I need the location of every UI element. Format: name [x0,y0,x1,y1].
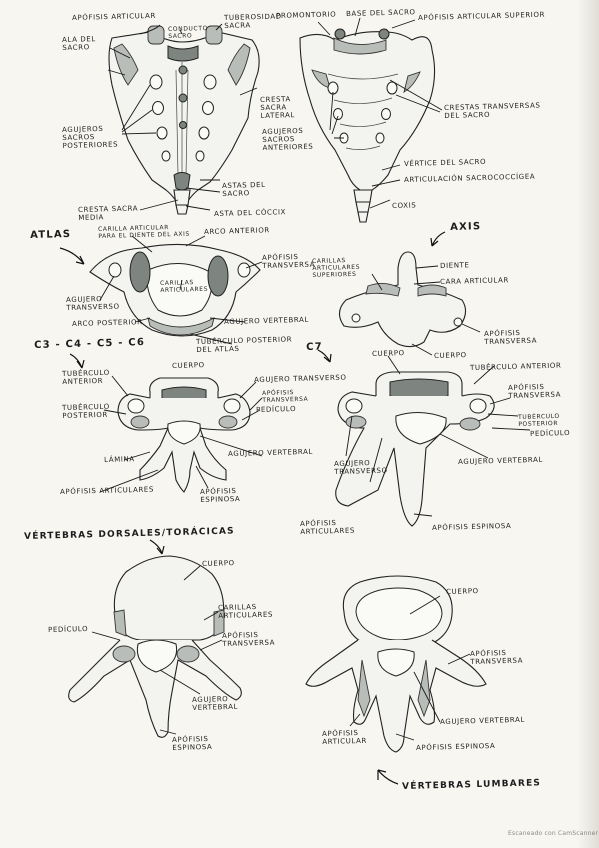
label-coxis: COXIS [392,201,417,210]
label-cresta-sacra-media: CRESTA SACRA MEDIA [78,204,139,222]
label-lumbar-cuerpo: CUERPO [446,587,479,596]
camscanner-watermark: Escaneado con CamScanner [508,830,599,837]
label-atlas-apofisis-transversa: APÓFISIS TRANSVERSA [262,253,316,270]
lumbar-drawing [305,575,487,785]
label-c3-pediculo: PEDÍCULO [256,404,297,414]
sacrum-posterior-drawing [107,23,260,215]
label-agujeros-sacros-posteriores: AGUJEROS SACROS POSTERIORES [62,124,119,150]
label-crestas-transversas: CRESTAS TRANSVERSAS DEL SACRO [444,101,541,120]
label-carilla-diente-axis: CARILLA ARTICULAR para el DIENTE del AXI… [98,224,190,240]
label-dorsal-apofisis-transversa: APÓFISIS TRANSVERSA [222,631,276,648]
label-diente: DIENTE [440,261,470,270]
label-c3-lamina: LÁMINA [104,455,135,464]
label-c7-cuerpo: CUERPO [372,349,405,358]
title-atlas: ATLAS [30,228,72,241]
label-c7-tuberculo-posterior: TUBÉRCULO POSTERIOR [518,412,560,428]
label-promontorio: PROMONTORIO [276,10,337,20]
c7-drawing [317,349,531,527]
label-tuberosidad-sacra: TUBEROSIDAD SACRA [224,12,282,30]
label-c7-apofisis-transversa: APÓFISIS TRANSVERSA [508,383,562,400]
label-c3-apofisis-transversa: APÓFISIS TRANSVERSA [262,389,309,404]
label-conducto-sacro: CONDUCTO SACRO [168,24,208,40]
sacrum-anterior-drawing [299,17,443,223]
label-c3-apofisis-espinosa: APÓFISIS ESPINOSA [200,487,241,504]
label-atlas-carillas-articulares: CARILLAS ARTICULARES [160,279,209,294]
label-axis-cuerpo: CUERPO [434,351,467,360]
label-axis-apofisis-transversa: APÓFISIS TRANSVERSA [484,329,538,346]
label-astas-del-sacro: ASTAS DEL SACRO [222,180,266,198]
label-lumbar-apofisis-articular: APÓFISIS ARTICULAR [322,729,368,746]
label-c7-pediculo: PEDÍCULO [530,428,571,438]
label-c7-agujero-transverso: AGUJERO TRANSVERSO [334,459,388,476]
label-dorsal-agujero-vertebral: AGUJERO VERTEBRAL [192,695,239,712]
label-dorsal-carillas-articulares: CARILLAS ARTICULARES [218,602,274,620]
label-tuberculo-posterior-atlas: TUBÉRCULO POSTERIOR DEL ATLAS [196,335,293,354]
label-dorsal-apofisis-espinosa: APÓFISIS ESPINOSA [172,735,213,752]
label-c3-tuberculo-anterior: TUBÉRCULO ANTERIOR [62,368,110,386]
title-axis: AXIS [450,221,482,233]
label-c3-cuerpo: CUERPO [172,361,205,370]
label-lumbar-apofisis-transversa: APÓFISIS TRANSVERSA [470,649,524,666]
label-ala-del-sacro: ALA DEL SACRO [62,35,96,52]
label-c3-tuberculo-posterior: TUBÉRCULO POSTERIOR [62,402,110,420]
label-arco-anterior: ARCO ANTERIOR [204,226,270,236]
label-atlas-agujero-transverso: AGUJERO TRANSVERSO [66,295,120,312]
label-dorsal-cuerpo: CUERPO [202,559,235,568]
axis-drawing [338,231,481,356]
c3-c6-drawing [69,353,263,493]
atlas-drawing [59,235,263,345]
dorsal-drawing [68,539,242,738]
label-agujeros-sacros-anteriores: AGUJEROS SACROS ANTERIORES [262,126,314,152]
label-dorsal-pediculo: PEDÍCULO [48,624,89,634]
label-carillas-articulares-superiores: CARILLAS ARTICULARES SUPERIORES [312,257,361,279]
title-c7: C7 [306,341,323,353]
label-cresta-sacra-lateral: CRESTA SACRA LATERAL [260,95,296,120]
label-c7-apofisis-articulares: APÓFISIS ARTICULARES [300,519,356,536]
